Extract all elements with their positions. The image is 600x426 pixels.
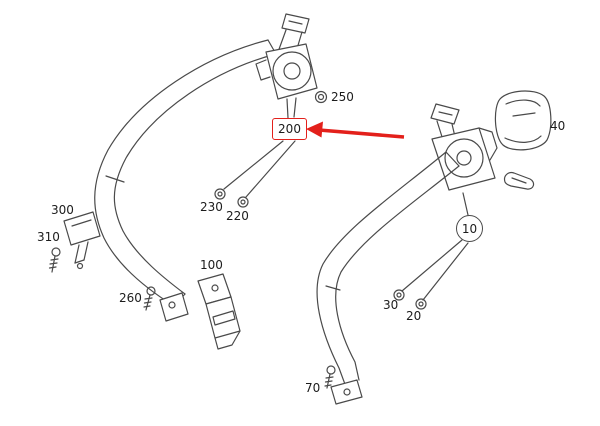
- callout-260[interactable]: 260: [119, 291, 142, 305]
- highlight-arrow-icon: [306, 121, 405, 139]
- highlight-box-200[interactable]: 200: [272, 118, 307, 140]
- callout-250[interactable]: 250: [331, 90, 354, 104]
- screw-260-icon: [143, 286, 156, 311]
- belt-anchor-left-drawing: [159, 292, 189, 322]
- belt-strap-right-drawing: [316, 151, 460, 388]
- screw-70-icon: [324, 365, 336, 389]
- leader-lines-10: [401, 192, 469, 301]
- callout-10-circle[interactable]: 10: [456, 215, 483, 242]
- callout-10[interactable]: 10: [461, 221, 478, 236]
- bracket-small-drawing: [503, 171, 535, 190]
- retractor-top-drawing: [255, 13, 318, 119]
- retractor-right-drawing: [430, 103, 498, 191]
- washer-230-icon: [214, 188, 226, 200]
- washer-20-icon: [415, 298, 427, 310]
- callout-100[interactable]: 100: [200, 258, 223, 272]
- latch-100-drawing: [197, 273, 241, 350]
- washer-220-icon: [237, 196, 249, 208]
- belt-strap-left-drawing: [94, 39, 277, 307]
- callout-300[interactable]: 300: [51, 203, 74, 217]
- callout-20[interactable]: 20: [406, 309, 422, 323]
- callout-310[interactable]: 310: [37, 230, 60, 244]
- grommet-250-icon: [314, 90, 328, 104]
- callout-30[interactable]: 30: [383, 298, 399, 312]
- belt-anchor-right-drawing: [330, 379, 363, 405]
- callout-40[interactable]: 40: [550, 119, 566, 133]
- buckle-300-drawing: [63, 211, 101, 270]
- callout-70[interactable]: 70: [305, 381, 321, 395]
- callout-220[interactable]: 220: [226, 209, 249, 223]
- callout-200[interactable]: 200: [278, 122, 301, 136]
- cover-40-drawing: [494, 90, 552, 151]
- washer-30-icon: [393, 289, 405, 301]
- callout-230[interactable]: 230: [200, 200, 223, 214]
- screw-310-icon: [48, 247, 61, 273]
- leader-lines-200: [223, 140, 296, 198]
